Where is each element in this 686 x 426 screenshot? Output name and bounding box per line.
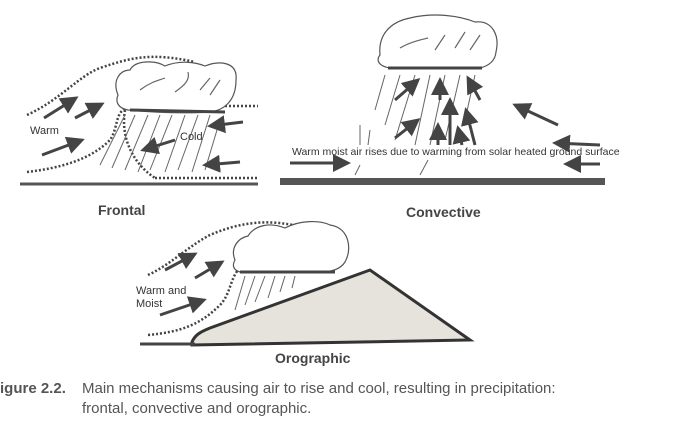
frontal-panel: Warm Cold Frontal [0, 0, 270, 220]
cloud-icon [232, 221, 350, 273]
orographic-title: Orographic [275, 350, 351, 366]
caption-line-2: frontal, convective and orographic. [82, 400, 312, 417]
orographic-diagram [140, 221, 475, 347]
frontal-title: Frontal [98, 202, 146, 218]
mountain-shape [190, 268, 475, 347]
warm-and-moist-label: Warm and Moist [136, 285, 186, 311]
convective-panel: Warm moist air rises due to warming from… [270, 0, 686, 230]
convective-title: Convective [406, 204, 481, 220]
cold-label: Cold [180, 131, 203, 143]
ground-bar [280, 178, 605, 185]
convective-diagram [280, 14, 605, 185]
warm-and-line: Warm and [136, 285, 187, 297]
cloud-icon [115, 61, 237, 114]
figure-number: igure 2.2. [0, 380, 66, 397]
warm-label: Warm [30, 125, 59, 137]
frontal-diagram [20, 55, 258, 186]
caption-text: Main mechanisms causing air to rise and … [82, 379, 682, 419]
figure-caption: igure 2.2. Main mechanisms causing air t… [0, 379, 686, 424]
caption-line-1: Main mechanisms causing air to rise and … [82, 380, 556, 397]
convective-note: Warm moist air rises due to warming from… [292, 146, 620, 158]
moist-line: Moist [136, 298, 163, 310]
orographic-panel: Warm and Moist Orographic [130, 210, 475, 370]
cloud-icon [377, 14, 498, 69]
